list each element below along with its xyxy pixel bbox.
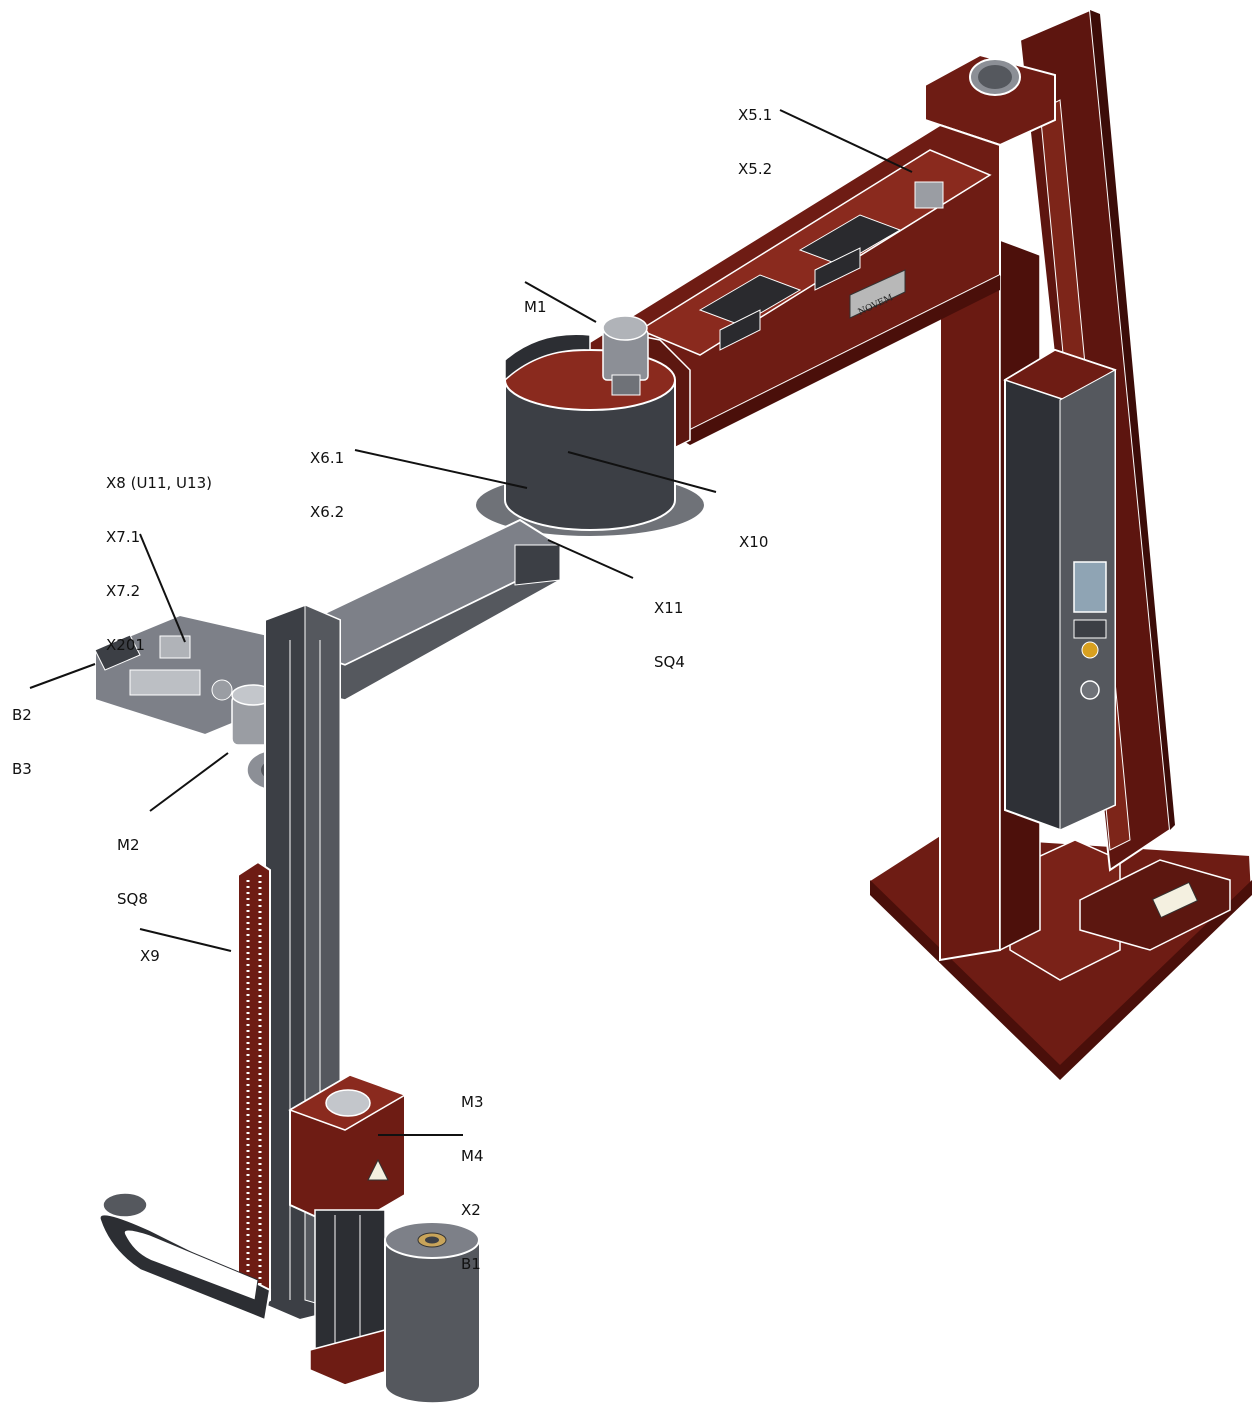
callout-x5-line-1: X5.1 [738, 106, 773, 124]
callout-x5-line-2: X5.2 [738, 160, 773, 178]
rotation-drum [474, 315, 706, 538]
callout-m2-line-1: M2 [117, 836, 140, 854]
callout-m3-line-2: M4 [461, 1147, 484, 1165]
hmi-screen [1073, 561, 1107, 613]
callout-x8-line-2: X7.1 [106, 528, 141, 546]
warning-sticker [1151, 881, 1199, 919]
callout-x6-line-2: X6.2 [310, 503, 345, 521]
chain-guide [237, 860, 271, 1314]
callout-m3-line-4: B1 [461, 1255, 481, 1273]
leader-x8 [139, 533, 186, 643]
base-frame [869, 833, 1254, 1082]
callout-m3-line-1: M3 [461, 1093, 484, 1111]
callout-x9-line-1: X9 [140, 947, 160, 965]
film-carriage [288, 1073, 407, 1386]
leader-x9 [139, 928, 232, 952]
leader-x11 [547, 539, 634, 579]
callout-b2: B2 B3 [12, 670, 32, 814]
callout-x8: X8 (U11, U13) X7.1 X7.2 X201 [106, 438, 212, 690]
callout-b2-line-2: B3 [12, 760, 32, 778]
callout-m1: M1 [524, 262, 547, 352]
leader-x10 [567, 451, 717, 493]
film-roll [384, 1221, 481, 1405]
belt-loop [98, 1192, 272, 1322]
leader-x6 [354, 449, 528, 489]
leader-b2 [29, 663, 96, 689]
warning-triangle [367, 1158, 389, 1181]
callout-x10-line-1: X10 [739, 533, 769, 551]
leader-m2 [149, 752, 229, 812]
callout-m1-line-1: M1 [524, 298, 547, 316]
callout-x8-line-3: X7.2 [106, 582, 141, 600]
callout-x8-line-1: X8 (U11, U13) [106, 474, 212, 492]
callout-m2-line-2: SQ8 [117, 890, 148, 908]
leader-lines [29, 109, 913, 1136]
main-switch [1080, 680, 1100, 700]
panel-buttons [1073, 619, 1107, 639]
callout-m3: M3 M4 X2 B1 [461, 1057, 484, 1309]
callout-x5: X5.1 X5.2 [738, 70, 772, 214]
leader-x5 [779, 109, 913, 173]
callout-x6-line-1: X6.1 [310, 449, 345, 467]
callout-b2-line-1: B2 [12, 706, 32, 724]
callout-m3-line-3: X2 [461, 1201, 481, 1219]
emergency-stop-button [1081, 641, 1099, 659]
callout-x10: X10 [739, 497, 768, 587]
callout-x8-line-4: X201 [106, 636, 145, 654]
callout-x11-line-2: SQ4 [654, 653, 685, 671]
callout-x11-line-1: X11 [654, 599, 684, 617]
callout-m2: M2 SQ8 [117, 800, 148, 944]
junction-box-x8 [159, 635, 191, 659]
beam-motor-x5 [914, 181, 944, 209]
callout-x9: X9 [140, 911, 160, 1001]
leader-m1 [524, 281, 597, 323]
control-panel [1003, 348, 1117, 832]
callout-x6: X6.1 X6.2 [310, 413, 344, 557]
callout-x11: X11 SQ4 [654, 563, 685, 707]
